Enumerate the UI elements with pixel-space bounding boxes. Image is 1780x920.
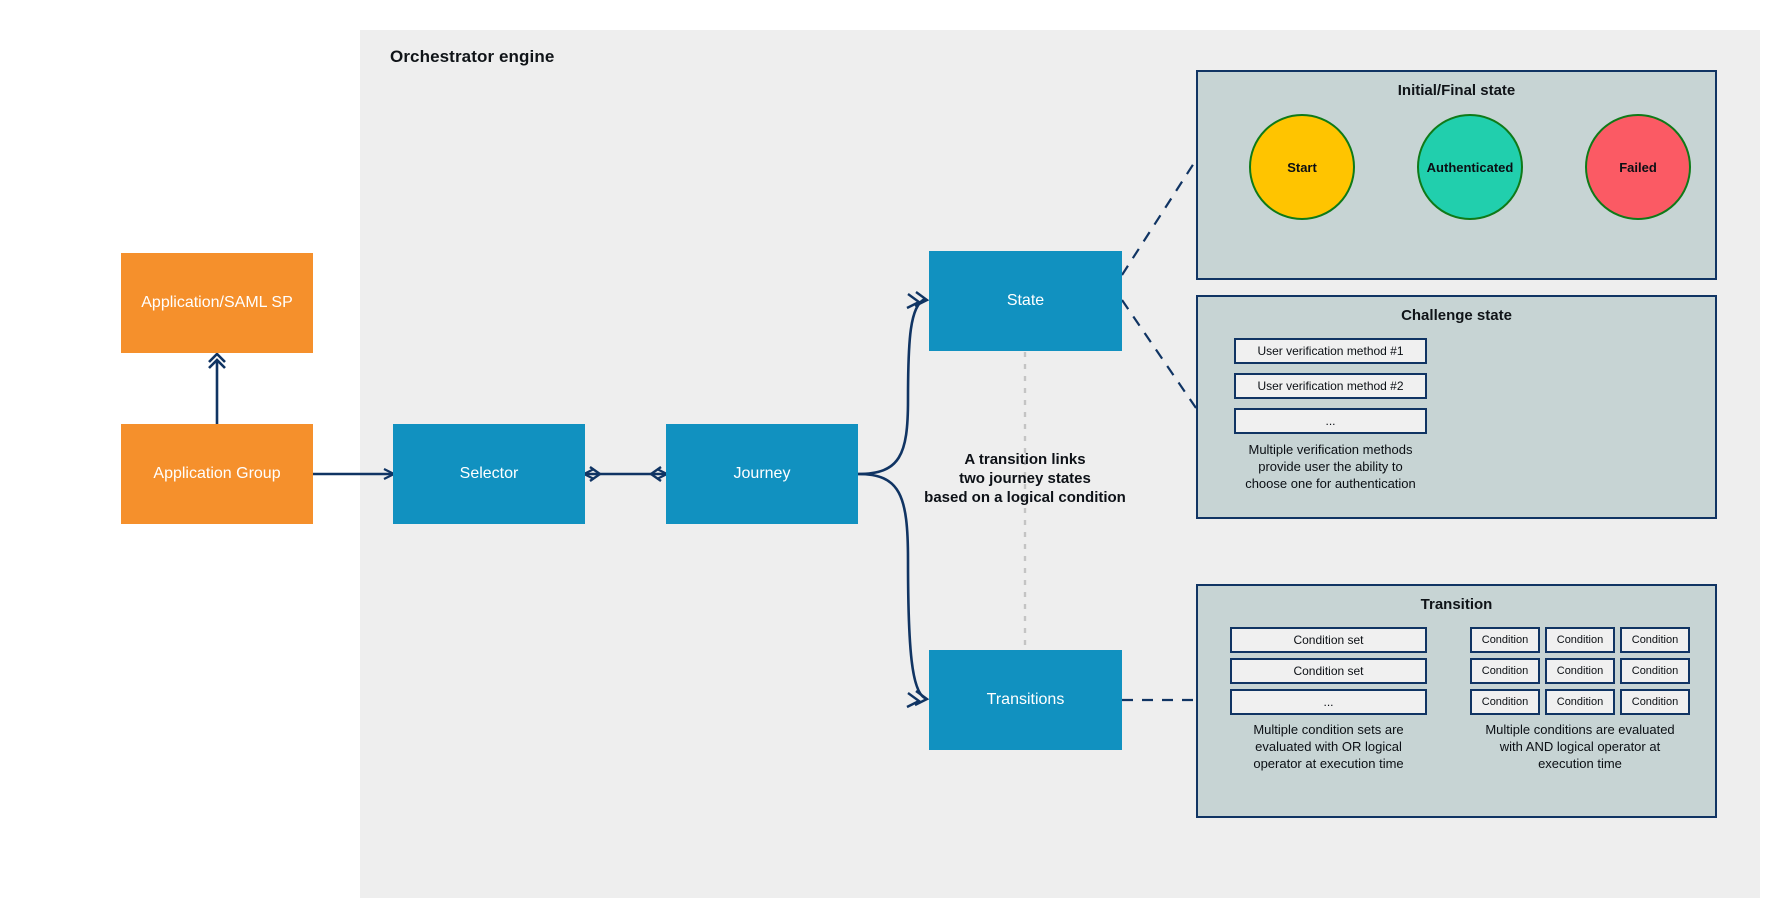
- condition-set-or-note-line-2: evaluated with OR logical: [1255, 739, 1402, 754]
- condition-cell-label: Condition: [1631, 696, 1679, 708]
- verification-method-item[interactable]: User verification method #2: [1234, 373, 1427, 399]
- panel-transition: Transition Condition set Condition set .…: [1196, 584, 1717, 818]
- condition-grid: Condition Condition Condition Condition …: [1470, 627, 1690, 715]
- condition-cell[interactable]: Condition: [1470, 627, 1540, 653]
- condition-cell[interactable]: Condition: [1620, 689, 1690, 715]
- connector-appgroup-to-appsaml: [208, 352, 226, 424]
- condition-set-label: Condition set: [1293, 664, 1364, 678]
- condition-cell-label: Condition: [1481, 696, 1529, 708]
- condition-set-label: ...: [1323, 695, 1334, 709]
- state-circle-start-label: Start: [1287, 159, 1317, 175]
- node-transitions-label: Transitions: [986, 691, 1065, 708]
- panel-initial-final-state: Initial/Final state Start Authenticated …: [1196, 70, 1717, 280]
- state-circle-failed[interactable]: Failed: [1585, 114, 1691, 220]
- condition-cell-label: Condition: [1556, 634, 1604, 646]
- node-application-saml-sp-label: Application/SAML SP: [141, 294, 293, 311]
- condition-and-note: Multiple conditions are evaluated with A…: [1460, 721, 1700, 772]
- node-selector-label: Selector: [459, 465, 519, 482]
- node-journey[interactable]: Journey: [666, 424, 858, 524]
- condition-set-or-note-line-3: operator at execution time: [1253, 756, 1404, 771]
- condition-cell-label: Condition: [1631, 665, 1679, 677]
- condition-cell[interactable]: Condition: [1545, 689, 1615, 715]
- challenge-state-note: Multiple verification methods provide us…: [1218, 441, 1443, 492]
- condition-and-note-line-1: Multiple conditions are evaluated: [1485, 722, 1675, 737]
- condition-cell[interactable]: Condition: [1470, 658, 1540, 684]
- condition-cell[interactable]: Condition: [1620, 627, 1690, 653]
- condition-cell[interactable]: Condition: [1545, 658, 1615, 684]
- condition-cell-label: Condition: [1556, 696, 1604, 708]
- node-transitions[interactable]: Transitions: [929, 650, 1122, 750]
- verification-method-item[interactable]: ...: [1234, 408, 1427, 434]
- panel-challenge-state: Challenge state User verification method…: [1196, 295, 1717, 519]
- verification-method-label: ...: [1325, 414, 1336, 428]
- condition-cell-label: Condition: [1631, 634, 1679, 646]
- condition-cell[interactable]: Condition: [1545, 627, 1615, 653]
- node-application-saml-sp[interactable]: Application/SAML SP: [121, 253, 313, 353]
- condition-set-or-note-line-1: Multiple condition sets are: [1253, 722, 1404, 737]
- node-journey-label: Journey: [733, 465, 791, 482]
- challenge-state-note-line-3: choose one for authentication: [1245, 476, 1416, 491]
- transition-annotation-line-1: A transition links: [964, 451, 1086, 468]
- orchestrator-engine-title: Orchestrator engine: [390, 47, 555, 66]
- transition-annotation-line-3: based on a logical condition: [924, 489, 1126, 506]
- condition-cell-label: Condition: [1481, 665, 1529, 677]
- panel-transition-title: Transition: [1420, 596, 1493, 613]
- verification-method-item[interactable]: User verification method #1: [1234, 338, 1427, 364]
- condition-and-note-line-3: execution time: [1538, 756, 1622, 771]
- node-state-label: State: [1006, 292, 1045, 309]
- node-application-group[interactable]: Application Group: [121, 424, 313, 524]
- challenge-state-note-line-2: provide user the ability to: [1258, 459, 1403, 474]
- node-state[interactable]: State: [929, 251, 1122, 351]
- verification-method-label: User verification method #1: [1257, 344, 1404, 358]
- condition-set-item[interactable]: Condition set: [1230, 658, 1427, 684]
- panel-challenge-state-title: Challenge state: [1401, 307, 1512, 324]
- condition-cell[interactable]: Condition: [1620, 658, 1690, 684]
- verification-method-label: User verification method #2: [1257, 379, 1404, 393]
- condition-cell-label: Condition: [1556, 665, 1604, 677]
- condition-cell-label: Condition: [1481, 634, 1529, 646]
- panel-initial-final-state-title: Initial/Final state: [1397, 82, 1516, 99]
- condition-set-label: Condition set: [1293, 633, 1364, 647]
- condition-cell[interactable]: Condition: [1470, 689, 1540, 715]
- condition-and-note-line-2: with AND logical operator at: [1499, 739, 1661, 754]
- state-circle-failed-label: Failed: [1619, 159, 1657, 175]
- condition-set-item[interactable]: ...: [1230, 689, 1427, 715]
- condition-set-or-note: Multiple condition sets are evaluated wi…: [1216, 721, 1441, 772]
- state-circle-authenticated-label: Authenticated: [1426, 159, 1514, 175]
- transition-annotation-line-2: two journey states: [959, 470, 1091, 487]
- node-selector[interactable]: Selector: [393, 424, 585, 524]
- state-circle-authenticated[interactable]: Authenticated: [1417, 114, 1523, 220]
- condition-set-item[interactable]: Condition set: [1230, 627, 1427, 653]
- transition-annotation: A transition links two journey states ba…: [880, 450, 1170, 507]
- challenge-state-note-line-1: Multiple verification methods: [1248, 442, 1413, 457]
- state-circle-start[interactable]: Start: [1249, 114, 1355, 220]
- node-application-group-label: Application Group: [153, 465, 281, 482]
